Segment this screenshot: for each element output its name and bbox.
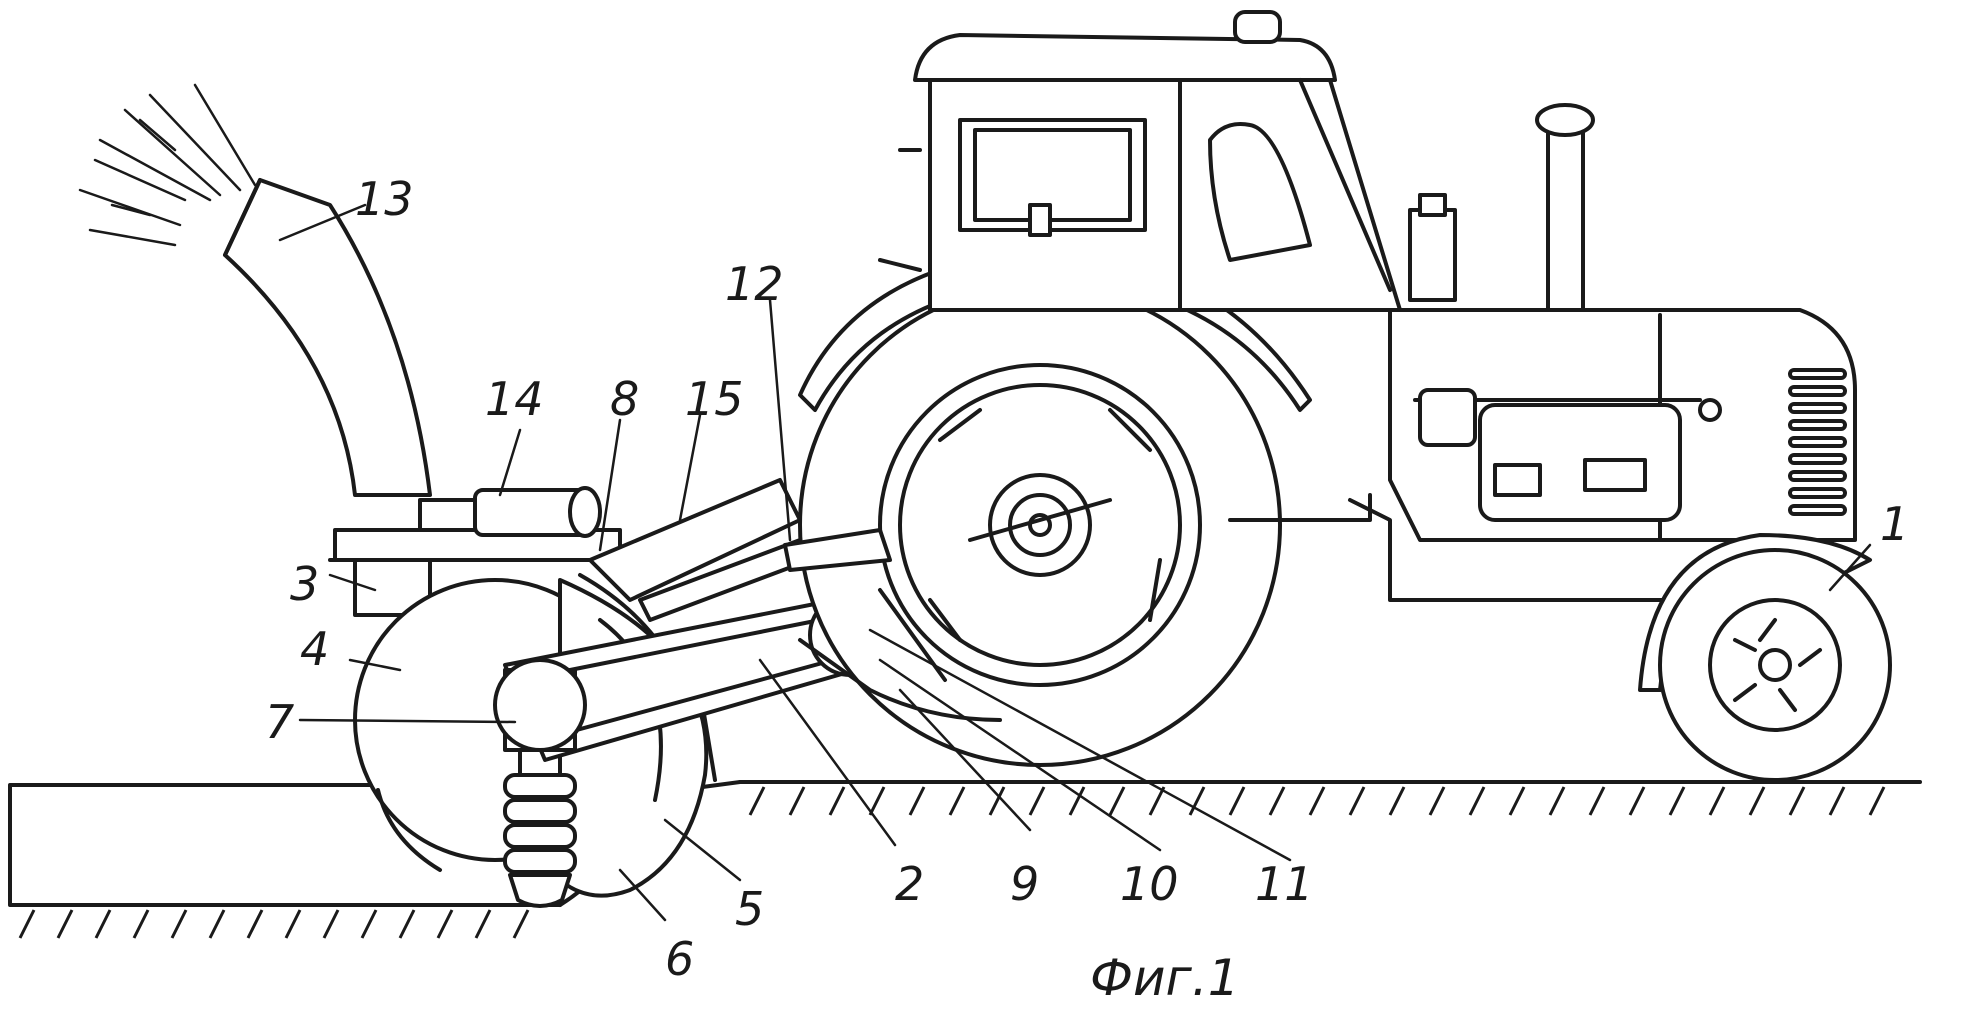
hatch-mark	[438, 910, 452, 938]
label-12: 12	[725, 257, 784, 311]
label-7: 7	[265, 695, 294, 749]
discharge-chute	[225, 180, 430, 495]
hatch-mark	[830, 787, 844, 815]
hatch-mark	[248, 910, 262, 938]
label-13: 13	[355, 172, 414, 226]
hatch-mark	[1350, 787, 1364, 815]
hatch-mark	[1430, 787, 1444, 815]
hatch-mark	[1510, 787, 1524, 815]
snow-spray	[80, 85, 255, 245]
hatch-mark	[362, 910, 376, 938]
hatch-mark	[1590, 787, 1604, 815]
label-4: 4	[300, 622, 329, 676]
hatch-mark	[1110, 787, 1124, 815]
hatch-mark	[1030, 787, 1044, 815]
label-6: 6	[665, 932, 694, 986]
hatch-mark	[1710, 787, 1724, 815]
hatch-mark	[324, 910, 338, 938]
label-8: 8	[610, 372, 639, 426]
hatch-mark	[1750, 787, 1764, 815]
hatch-mark	[20, 910, 34, 938]
hatch-mark	[476, 910, 490, 938]
label-1: 1	[1880, 497, 1909, 551]
tractor-hood	[1350, 105, 1855, 600]
label-9: 9	[1010, 857, 1039, 911]
hatch-mark	[910, 787, 924, 815]
hatch-mark	[514, 910, 528, 938]
lift-arm-15	[590, 480, 810, 620]
hatch-mark	[1550, 787, 1564, 815]
hatch-mark	[1630, 787, 1644, 815]
hatch-mark	[286, 910, 300, 938]
figure-caption: Фиг.1	[1090, 949, 1240, 1007]
ground	[10, 782, 1920, 938]
hatch-mark	[1270, 787, 1284, 815]
hatch-mark	[1390, 787, 1404, 815]
label-3: 3	[290, 557, 319, 611]
hatch-mark	[172, 910, 186, 938]
label-2: 2	[895, 857, 924, 911]
tractor-cab	[880, 12, 1400, 310]
front-wheel	[1640, 535, 1890, 780]
label-11: 11	[1255, 857, 1314, 911]
hatch-mark	[870, 787, 884, 815]
label-15: 15	[685, 372, 744, 426]
hatch-mark	[950, 787, 964, 815]
hatch-mark	[58, 910, 72, 938]
hatch-mark	[1790, 787, 1804, 815]
label-14: 14	[485, 372, 544, 426]
ground-hatching	[20, 787, 1884, 938]
hatch-mark	[400, 910, 414, 938]
hatch-mark	[96, 910, 110, 938]
hatch-mark	[134, 910, 148, 938]
hatch-mark	[1670, 787, 1684, 815]
rear-wheel	[800, 250, 1310, 765]
hatch-mark	[1230, 787, 1244, 815]
hatch-mark	[1870, 787, 1884, 815]
hatch-mark	[1830, 787, 1844, 815]
label-5: 5	[735, 882, 764, 936]
hatch-mark	[750, 787, 764, 815]
label-10: 10	[1120, 857, 1179, 911]
hatch-mark	[790, 787, 804, 815]
hatch-mark	[1310, 787, 1324, 815]
hatch-mark	[1470, 787, 1484, 815]
hatch-mark	[210, 910, 224, 938]
